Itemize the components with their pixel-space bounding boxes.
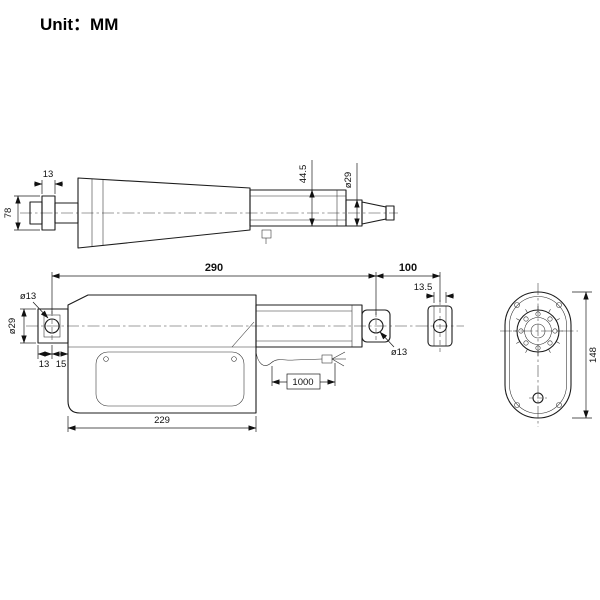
dim-top-pin-width: 13 — [43, 169, 54, 180]
dim-rear-offset: 15 — [56, 359, 67, 370]
dim-rear-hole: ø13 — [20, 291, 36, 302]
front-view: 290 100 ø13 ø29 13 15 1000 229 ø13 — [7, 262, 464, 432]
power-cable — [255, 351, 323, 366]
motor-housing — [67, 294, 257, 414]
dim-top-rear-height: 78 — [3, 208, 14, 219]
gear-ticks — [513, 306, 563, 356]
dim-end-height: 148 — [588, 347, 599, 363]
dim-bracket-width: 13.5 — [414, 282, 433, 293]
top-rod-tip — [385, 205, 395, 221]
dim-top-tube-od: 44.5 — [298, 165, 309, 184]
cable-dim-box — [286, 373, 321, 390]
dim-bracket-gap: 100 — [399, 262, 417, 274]
top-outer-tube — [249, 189, 347, 227]
end-housing-outline — [504, 291, 572, 419]
page-title: Unit：MM — [40, 15, 118, 34]
dim-cable-length: 1000 — [292, 377, 313, 388]
dim-overall-length: 290 — [205, 262, 223, 274]
dim-front-hole: ø13 — [391, 347, 407, 358]
top-view: 13 78 44.5 ø29 — [3, 160, 398, 249]
dim-rear-edge: 13 — [39, 359, 50, 370]
top-cable-gland — [261, 229, 272, 239]
end-view: 148 — [500, 283, 599, 427]
dim-rear-boss: ø29 — [7, 318, 18, 334]
dim-top-rod-od: ø29 — [343, 172, 354, 188]
dim-body-length: 229 — [154, 415, 170, 426]
mounting-bracket — [427, 305, 453, 347]
cable-connector — [321, 354, 333, 364]
motor-contour — [95, 351, 245, 407]
top-gear-housing — [77, 177, 251, 249]
